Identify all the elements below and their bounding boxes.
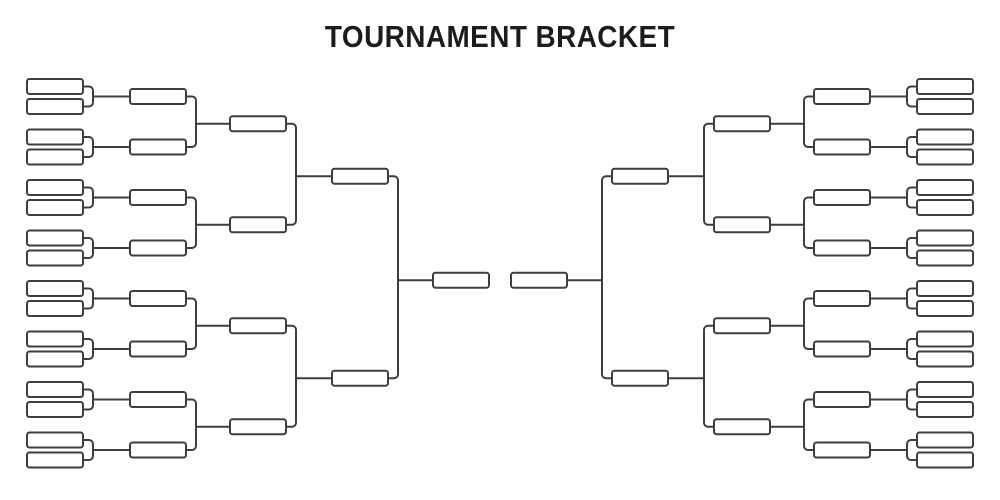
team-slot-box [26, 148, 84, 166]
team-slot-box [26, 330, 84, 348]
pair-connector-line [83, 439, 94, 461]
pair-connector-line [388, 175, 399, 380]
team-slot-box [916, 431, 974, 449]
pair-connector-line [906, 388, 917, 411]
winner-slot-box [129, 138, 187, 156]
team-slot-box [26, 98, 84, 115]
team-slot-box [916, 98, 974, 115]
team-slot-box [916, 381, 974, 398]
pair-connector-line [286, 324, 297, 428]
pair-connector-line [803, 297, 814, 350]
pair-connector-line [186, 297, 197, 350]
winner-slot-box [331, 369, 389, 387]
team-slot-box [26, 78, 84, 95]
pair-connector-line [83, 186, 94, 209]
team-slot-box [916, 401, 974, 418]
winner-slot-box [129, 189, 187, 206]
pair-connector-line [83, 85, 94, 108]
team-slot-box [916, 78, 974, 95]
pair-connector-line [906, 237, 917, 259]
pair-connector-line [186, 196, 197, 249]
winner-slot-box [713, 216, 771, 234]
winner-slot-box [129, 290, 187, 307]
winner-slot-box [611, 369, 669, 387]
winner-slot-box [813, 189, 871, 206]
pair-connector-line [906, 136, 917, 158]
winner-slot-box [611, 167, 669, 185]
team-slot-box [916, 330, 974, 348]
pair-connector-line [906, 186, 917, 209]
team-slot-box [916, 199, 974, 216]
winner-slot-box [229, 115, 287, 133]
team-slot-box [916, 249, 974, 267]
team-slot-box [26, 401, 84, 418]
team-slot-box [26, 128, 84, 146]
winner-slot-box [129, 239, 187, 257]
winner-slot-box [229, 317, 287, 335]
team-slot-box [916, 148, 974, 166]
winner-slot-box [713, 317, 771, 335]
page-title: TOURNAMENT BRACKET [324, 19, 676, 54]
finalist-box [432, 271, 490, 289]
pair-connector-line [906, 338, 917, 360]
team-slot-box [916, 451, 974, 469]
winner-slot-box [813, 290, 871, 307]
team-slot-box [916, 179, 974, 196]
team-slot-box [26, 179, 84, 196]
team-slot-box [26, 229, 84, 247]
pair-connector-line [906, 439, 917, 461]
winner-slot-box [813, 441, 871, 459]
winner-slot-box [129, 340, 187, 358]
winner-slot-box [229, 216, 287, 234]
team-slot-box [26, 280, 84, 297]
pair-connector-line [703, 324, 714, 428]
team-slot-box [26, 381, 84, 398]
team-slot-box [916, 350, 974, 368]
winner-slot-box [713, 418, 771, 436]
pair-connector-line [83, 287, 94, 310]
pair-connector-line [906, 287, 917, 310]
team-slot-box [916, 300, 974, 317]
team-slot-box [916, 280, 974, 297]
pair-connector-line [83, 338, 94, 360]
pair-connector-line [803, 398, 814, 451]
winner-slot-box [813, 88, 871, 105]
pair-connector-line [83, 237, 94, 259]
winner-slot-box [129, 88, 187, 105]
pair-connector-line [703, 122, 714, 226]
finalist-box [510, 271, 568, 289]
winner-slot-box [813, 340, 871, 358]
team-slot-box [26, 249, 84, 267]
pair-connector-line [286, 122, 297, 226]
winner-slot-box [813, 138, 871, 156]
team-slot-box [26, 300, 84, 317]
winner-slot-box [229, 418, 287, 436]
team-slot-box [26, 350, 84, 368]
pair-connector-line [83, 388, 94, 411]
team-slot-box [26, 431, 84, 449]
pair-connector-line [803, 95, 814, 148]
pair-connector-line [186, 95, 197, 148]
team-slot-box [26, 451, 84, 469]
pair-connector-line [803, 196, 814, 249]
team-slot-box [916, 229, 974, 247]
pair-connector-line [906, 85, 917, 108]
pair-connector-line [186, 398, 197, 451]
winner-slot-box [129, 391, 187, 408]
team-slot-box [916, 128, 974, 146]
winner-slot-box [331, 167, 389, 185]
team-slot-box [26, 199, 84, 216]
pair-connector-line [83, 136, 94, 158]
pair-connector-line [601, 175, 612, 380]
winner-slot-box [813, 239, 871, 257]
winner-slot-box [813, 391, 871, 408]
winner-slot-box [713, 115, 771, 133]
winner-slot-box [129, 441, 187, 459]
